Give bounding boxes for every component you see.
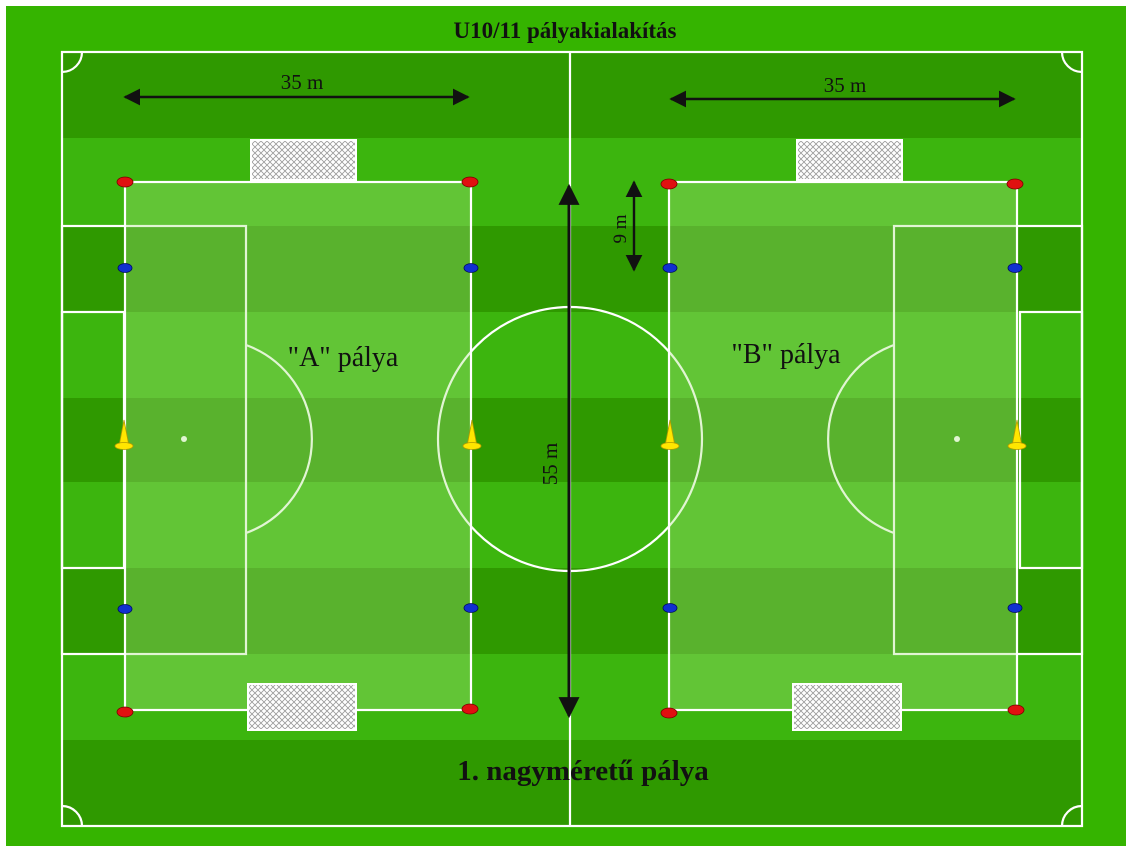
- goal-a-bottom: [247, 683, 357, 731]
- red-cones: [116, 176, 1025, 719]
- pitch-b-area: [667, 180, 1019, 712]
- pitch-a-area: [123, 180, 473, 712]
- yellow-cones: [114, 419, 1027, 450]
- diagram-title: U10/11 pályakialakítás: [453, 18, 676, 43]
- pitch-b-width-label: 35 m: [824, 73, 867, 97]
- goal-a-top: [250, 139, 357, 181]
- goal-b-bottom: [792, 683, 902, 731]
- pitch-a-width-label: 35 m: [281, 70, 324, 94]
- main-pitch-label: 1. nagyméretű pálya: [457, 755, 709, 787]
- blue-cones: [117, 263, 1023, 614]
- penalty-spot-left: [181, 436, 187, 442]
- pitch-b-label: "B" pálya: [731, 339, 841, 370]
- penalty-spot-right: [954, 436, 960, 442]
- box-depth-label: 9 m: [610, 214, 631, 243]
- pitch-a-label: "A" pálya: [288, 342, 399, 373]
- length-label: 55 m: [538, 443, 562, 486]
- goal-b-top: [796, 139, 903, 181]
